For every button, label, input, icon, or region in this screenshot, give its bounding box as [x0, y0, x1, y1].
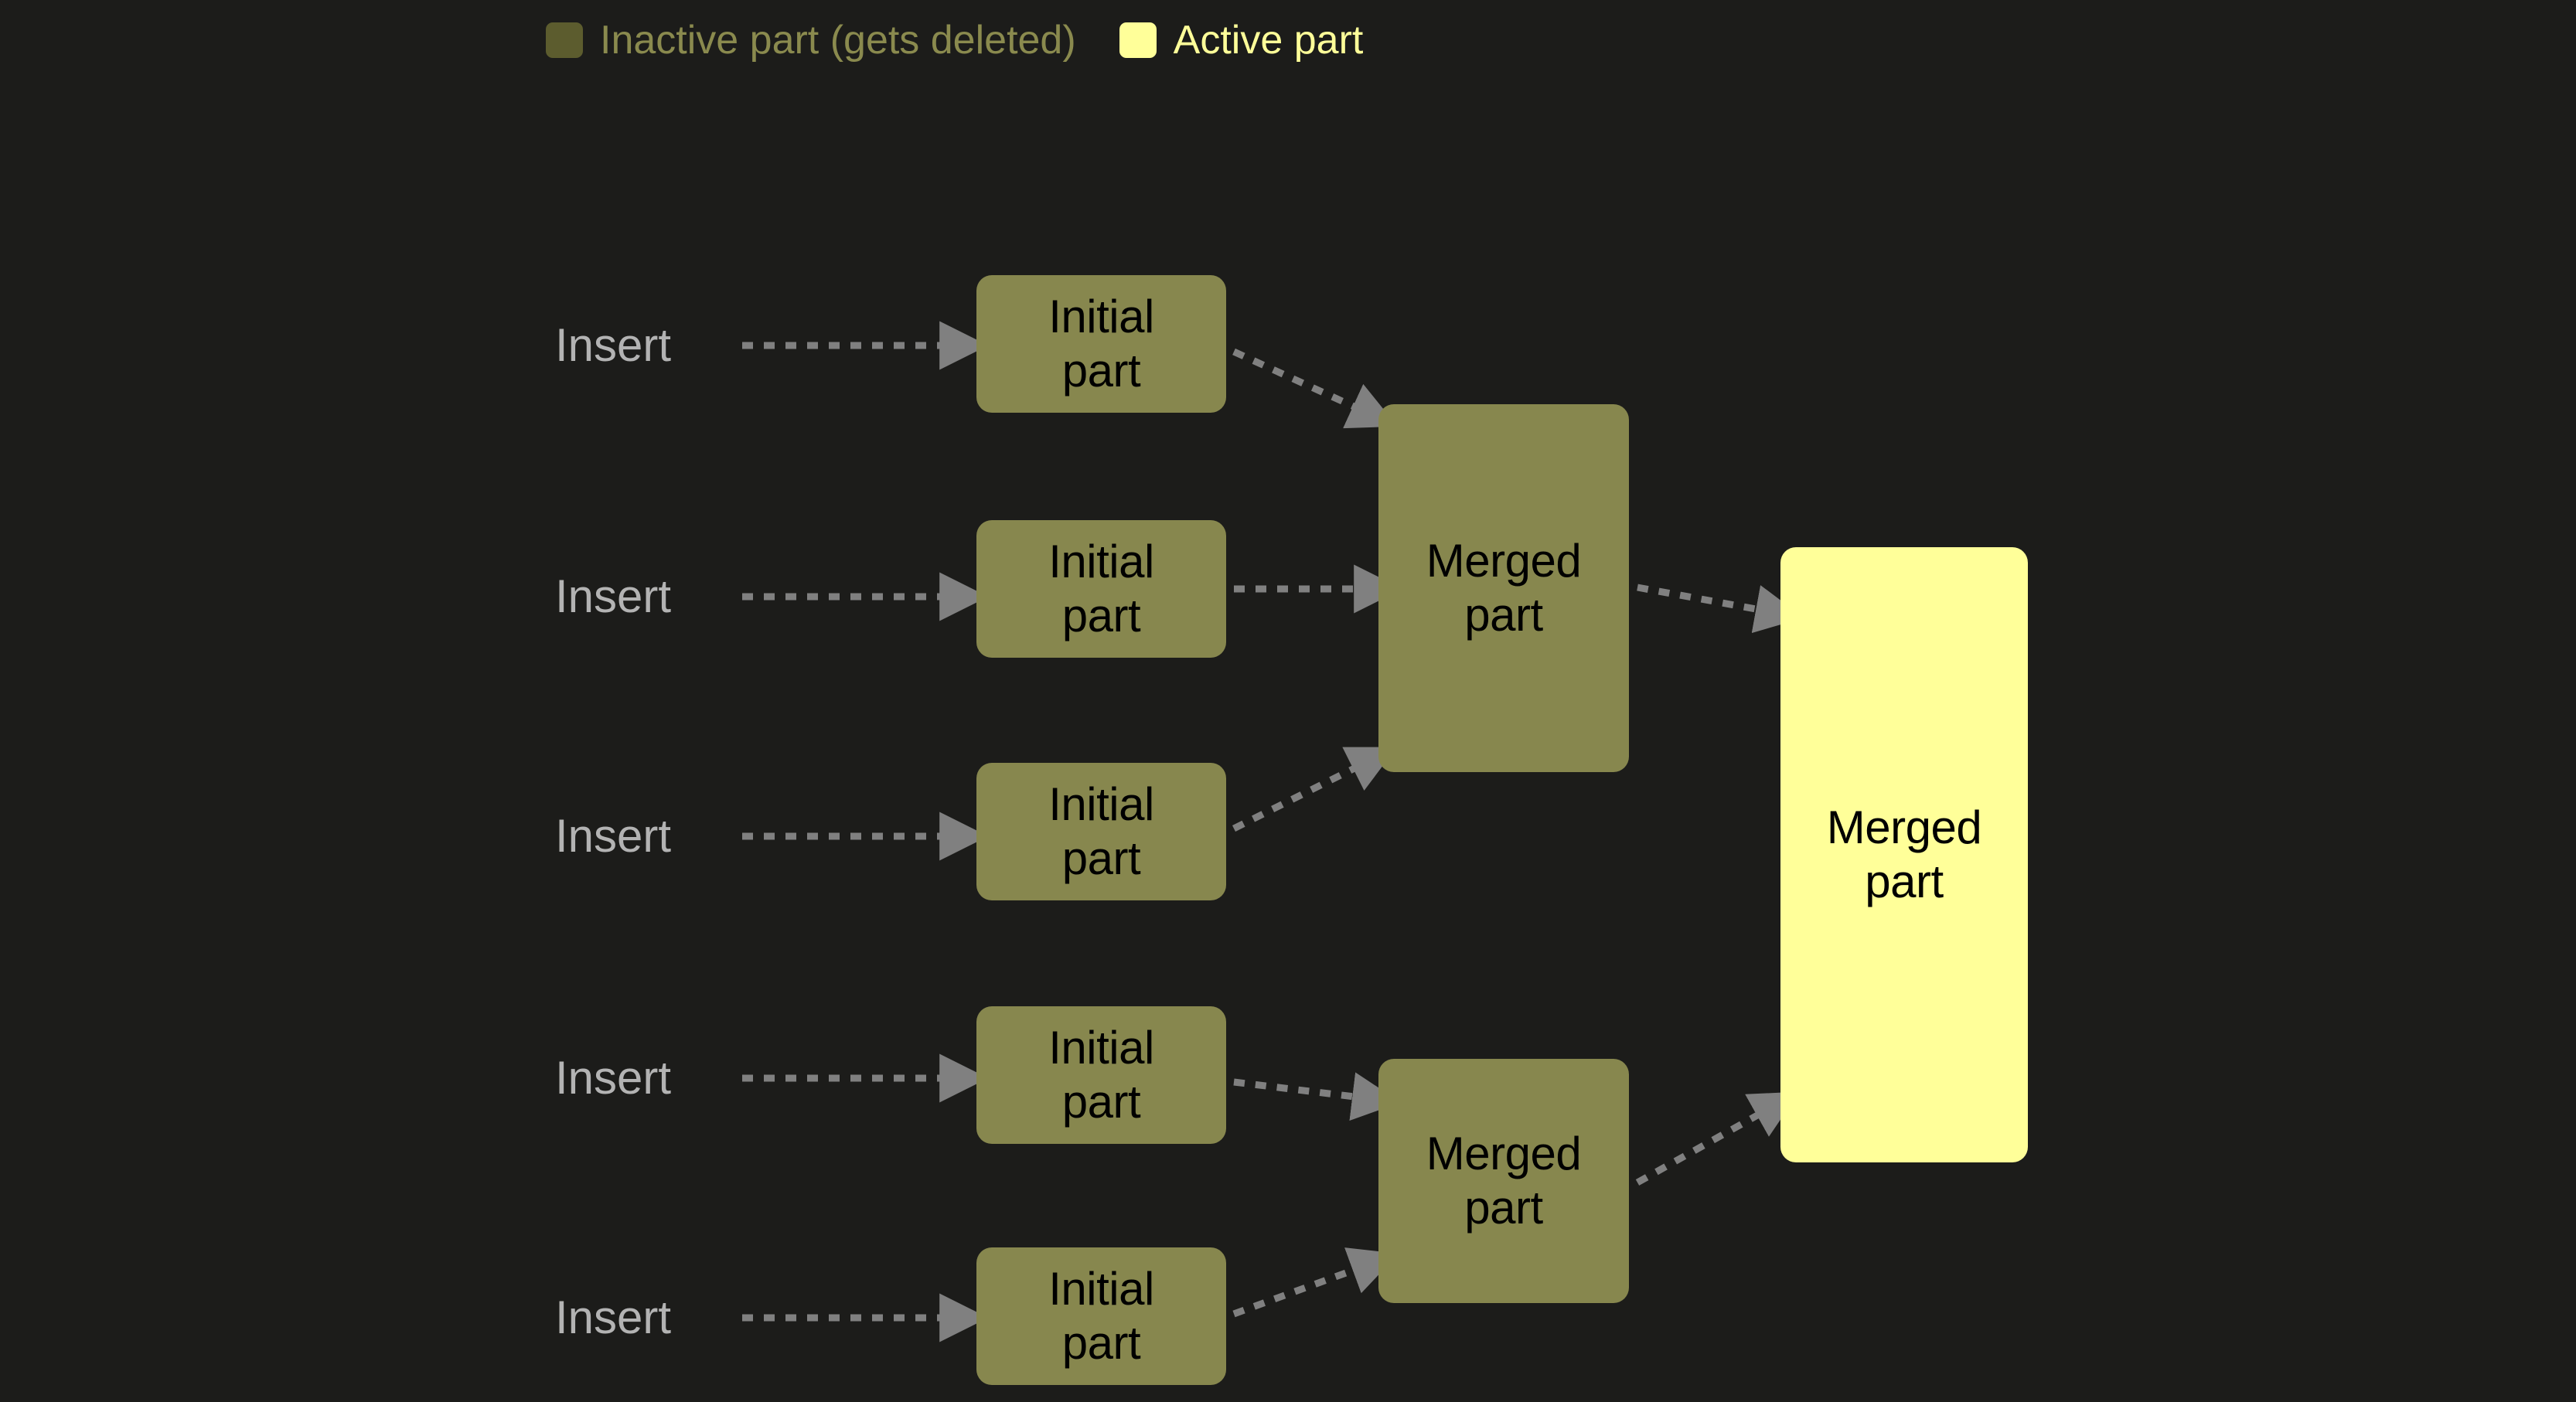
edge-merged-2-to-final: [1635, 1091, 1800, 1186]
legend-label-inactive: Inactive part (gets deleted): [600, 18, 1076, 63]
legend-item-inactive: Inactive part (gets deleted): [546, 20, 1076, 60]
legend: Inactive part (gets deleted) Active part: [546, 20, 1363, 60]
insert-label-5: Insert: [555, 1291, 672, 1343]
edge-initial-1-to-merged-1: [1232, 348, 1398, 429]
edge-initial-5-to-merged-2: [1232, 1247, 1399, 1318]
inactive-swatch-icon: [546, 22, 583, 58]
legend-item-active: Active part: [1119, 18, 1364, 63]
legend-label-active: Active part: [1173, 18, 1364, 63]
insert-label-3: Insert: [555, 810, 672, 862]
edge-initial-4-to-merged-2: [1233, 1072, 1401, 1121]
active-swatch-icon: [1119, 22, 1157, 58]
insert-label-4: Insert: [555, 1052, 672, 1104]
edge-initial-3-to-merged-1: [1232, 747, 1397, 832]
insert-label-1: Insert: [555, 319, 672, 371]
insert-label-2: Insert: [555, 570, 672, 622]
edge-merged-1-to-final: [1637, 584, 1804, 634]
